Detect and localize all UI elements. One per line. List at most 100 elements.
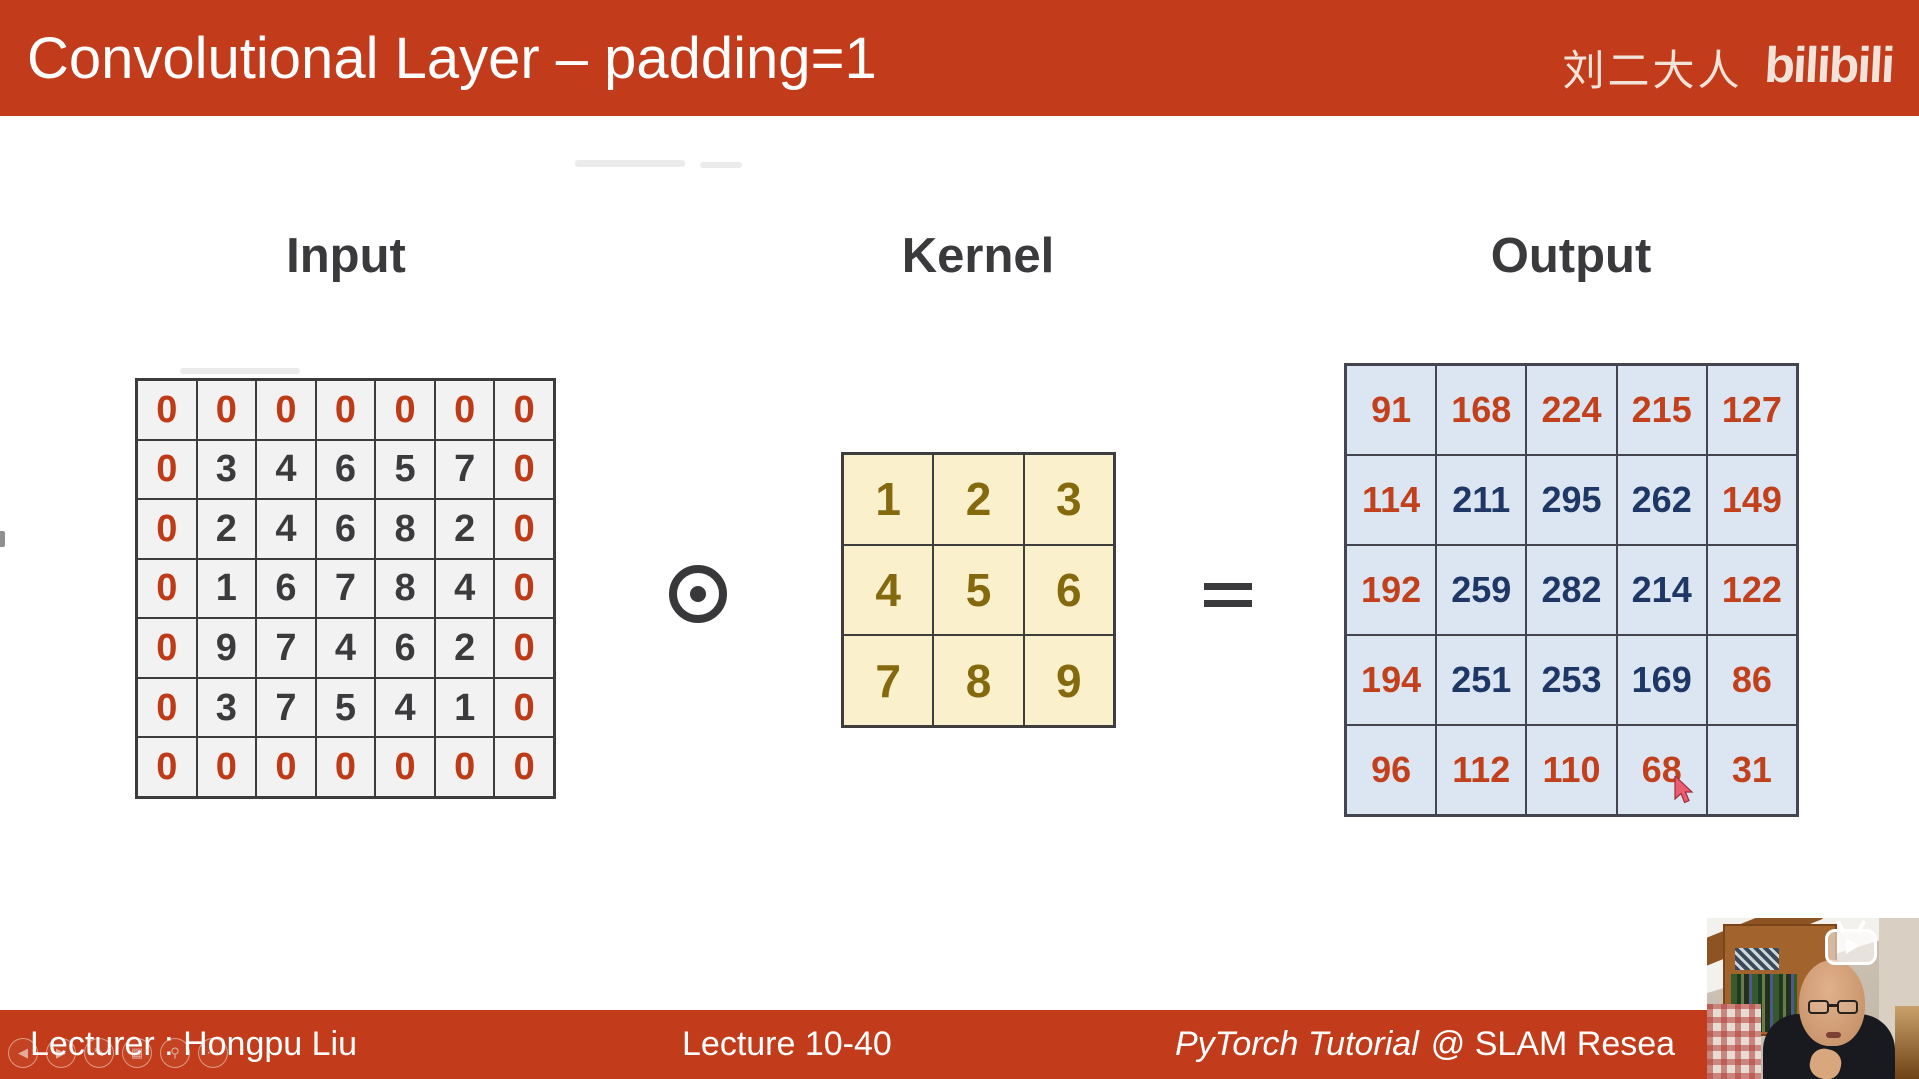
input-cell: 7 (256, 677, 316, 738)
input-cell: 1 (434, 677, 495, 738)
zoom-slide-button[interactable]: ⚲ (160, 1038, 190, 1068)
output-cell: 259 (1436, 545, 1527, 635)
brand-area: 刘二大人 bilibili (1563, 0, 1895, 116)
kernel-heading: Kernel (901, 229, 1055, 283)
edge-mark (0, 531, 5, 547)
webcam-couch (1707, 1004, 1761, 1079)
input-cell: 0 (137, 558, 197, 619)
output-cell: 86 (1706, 635, 1797, 725)
bilibili-logo: bilibili (1762, 37, 1895, 93)
smudge-mark (575, 160, 685, 167)
lecture-number: Lecture 10-40 (682, 1025, 892, 1063)
input-cell: 4 (434, 558, 495, 619)
input-cell: 4 (256, 499, 316, 559)
slide-title: Convolutional Layer – padding=1 (27, 25, 877, 91)
input-cell: 8 (375, 558, 435, 619)
input-cell: 6 (315, 499, 376, 559)
input-cell: 0 (375, 737, 435, 797)
input-cell: 8 (375, 499, 435, 559)
output-cell: 211 (1436, 455, 1527, 545)
input-cell: 3 (196, 439, 257, 500)
course-label: PyTorch Tutorial @ SLAM Resea (1175, 1010, 1675, 1079)
lecturer-mouth (1826, 1032, 1841, 1038)
input-cell: 0 (434, 380, 495, 440)
input-cell: 2 (196, 499, 257, 559)
input-cell: 4 (375, 677, 435, 738)
kernel-cell: 7 (843, 635, 934, 726)
input-cell: 4 (256, 439, 316, 500)
kernel-cell: 2 (933, 454, 1024, 545)
equals-operator (1204, 583, 1252, 607)
next-slide-button[interactable]: ▶ (46, 1038, 76, 1068)
mouse-cursor-icon (1674, 774, 1696, 806)
input-cell: 0 (434, 737, 495, 797)
input-cell: 0 (137, 737, 197, 797)
input-cell: 4 (315, 618, 376, 678)
output-cell: 112 (1436, 725, 1527, 815)
input-cell: 5 (315, 677, 376, 738)
output-cell: 91 (1346, 365, 1437, 455)
more-options-button[interactable]: ⋯ (198, 1038, 228, 1068)
output-cell: 215 (1616, 365, 1707, 455)
output-cell: 68 (1616, 725, 1707, 815)
smudge-mark (700, 162, 742, 168)
kernel-cell: 8 (933, 635, 1024, 726)
input-cell: 0 (494, 499, 554, 559)
input-cell: 1 (196, 558, 257, 619)
see-all-slides-button[interactable]: ▦ (122, 1038, 152, 1068)
input-cell: 5 (375, 439, 435, 500)
output-cell: 110 (1526, 725, 1617, 815)
output-cell: 262 (1616, 455, 1707, 545)
output-cell: 282 (1526, 545, 1617, 635)
input-cell: 6 (315, 439, 376, 500)
input-heading: Input (286, 229, 406, 283)
input-cell: 0 (494, 737, 554, 797)
kernel-cell: 3 (1023, 454, 1114, 545)
output-cell: 224 (1526, 365, 1617, 455)
kernel-cell: 1 (843, 454, 934, 545)
input-cell: 7 (315, 558, 376, 619)
input-cell: 0 (494, 380, 554, 440)
equals-bar (1204, 583, 1252, 590)
smudge-mark (180, 368, 300, 374)
webcam-chair (1895, 1006, 1919, 1079)
input-cell: 0 (137, 618, 197, 678)
kernel-cell: 5 (933, 544, 1024, 636)
kernel-cell: 6 (1023, 544, 1114, 636)
pen-tool-button[interactable]: ✎ (84, 1038, 114, 1068)
footer-bar: Lecturer : Hongpu Liu Lecture 10-40 PyTo… (0, 1010, 1919, 1079)
input-cell: 2 (434, 618, 495, 678)
input-cell: 0 (137, 499, 197, 559)
output-cell: 192 (1346, 545, 1437, 635)
kernel-cell: 9 (1023, 635, 1114, 726)
input-cell: 0 (196, 380, 257, 440)
lecturer-glasses (1808, 1000, 1860, 1015)
presenter-controls: ◀ ▶ ✎ ▦ ⚲ ⋯ (8, 1038, 228, 1068)
input-cell: 0 (137, 439, 197, 500)
webcam-overlay (1707, 918, 1919, 1079)
input-cell: 0 (315, 737, 376, 797)
course-title: PyTorch Tutorial (1175, 1025, 1419, 1063)
input-cell: 0 (256, 737, 316, 797)
input-cell: 0 (494, 677, 554, 738)
kernel-cell: 4 (843, 544, 934, 636)
input-cell: 0 (375, 380, 435, 440)
input-cell: 3 (196, 677, 257, 738)
input-cell: 0 (256, 380, 316, 440)
webcam-plaid-box (1735, 948, 1779, 970)
output-cell: 127 (1706, 365, 1797, 455)
elementwise-product-icon (669, 565, 727, 623)
previous-slide-button[interactable]: ◀ (8, 1038, 38, 1068)
output-cell: 122 (1706, 545, 1797, 635)
output-heading: Output (1490, 229, 1652, 283)
bilibili-tv-icon (1823, 919, 1879, 966)
output-cell: 253 (1526, 635, 1617, 725)
course-affiliation: @ SLAM Resea (1430, 1025, 1676, 1063)
input-cell: 0 (196, 737, 257, 797)
output-cell: 295 (1526, 455, 1617, 545)
title-bar: Convolutional Layer – padding=1 刘二大人 bil… (0, 0, 1919, 116)
